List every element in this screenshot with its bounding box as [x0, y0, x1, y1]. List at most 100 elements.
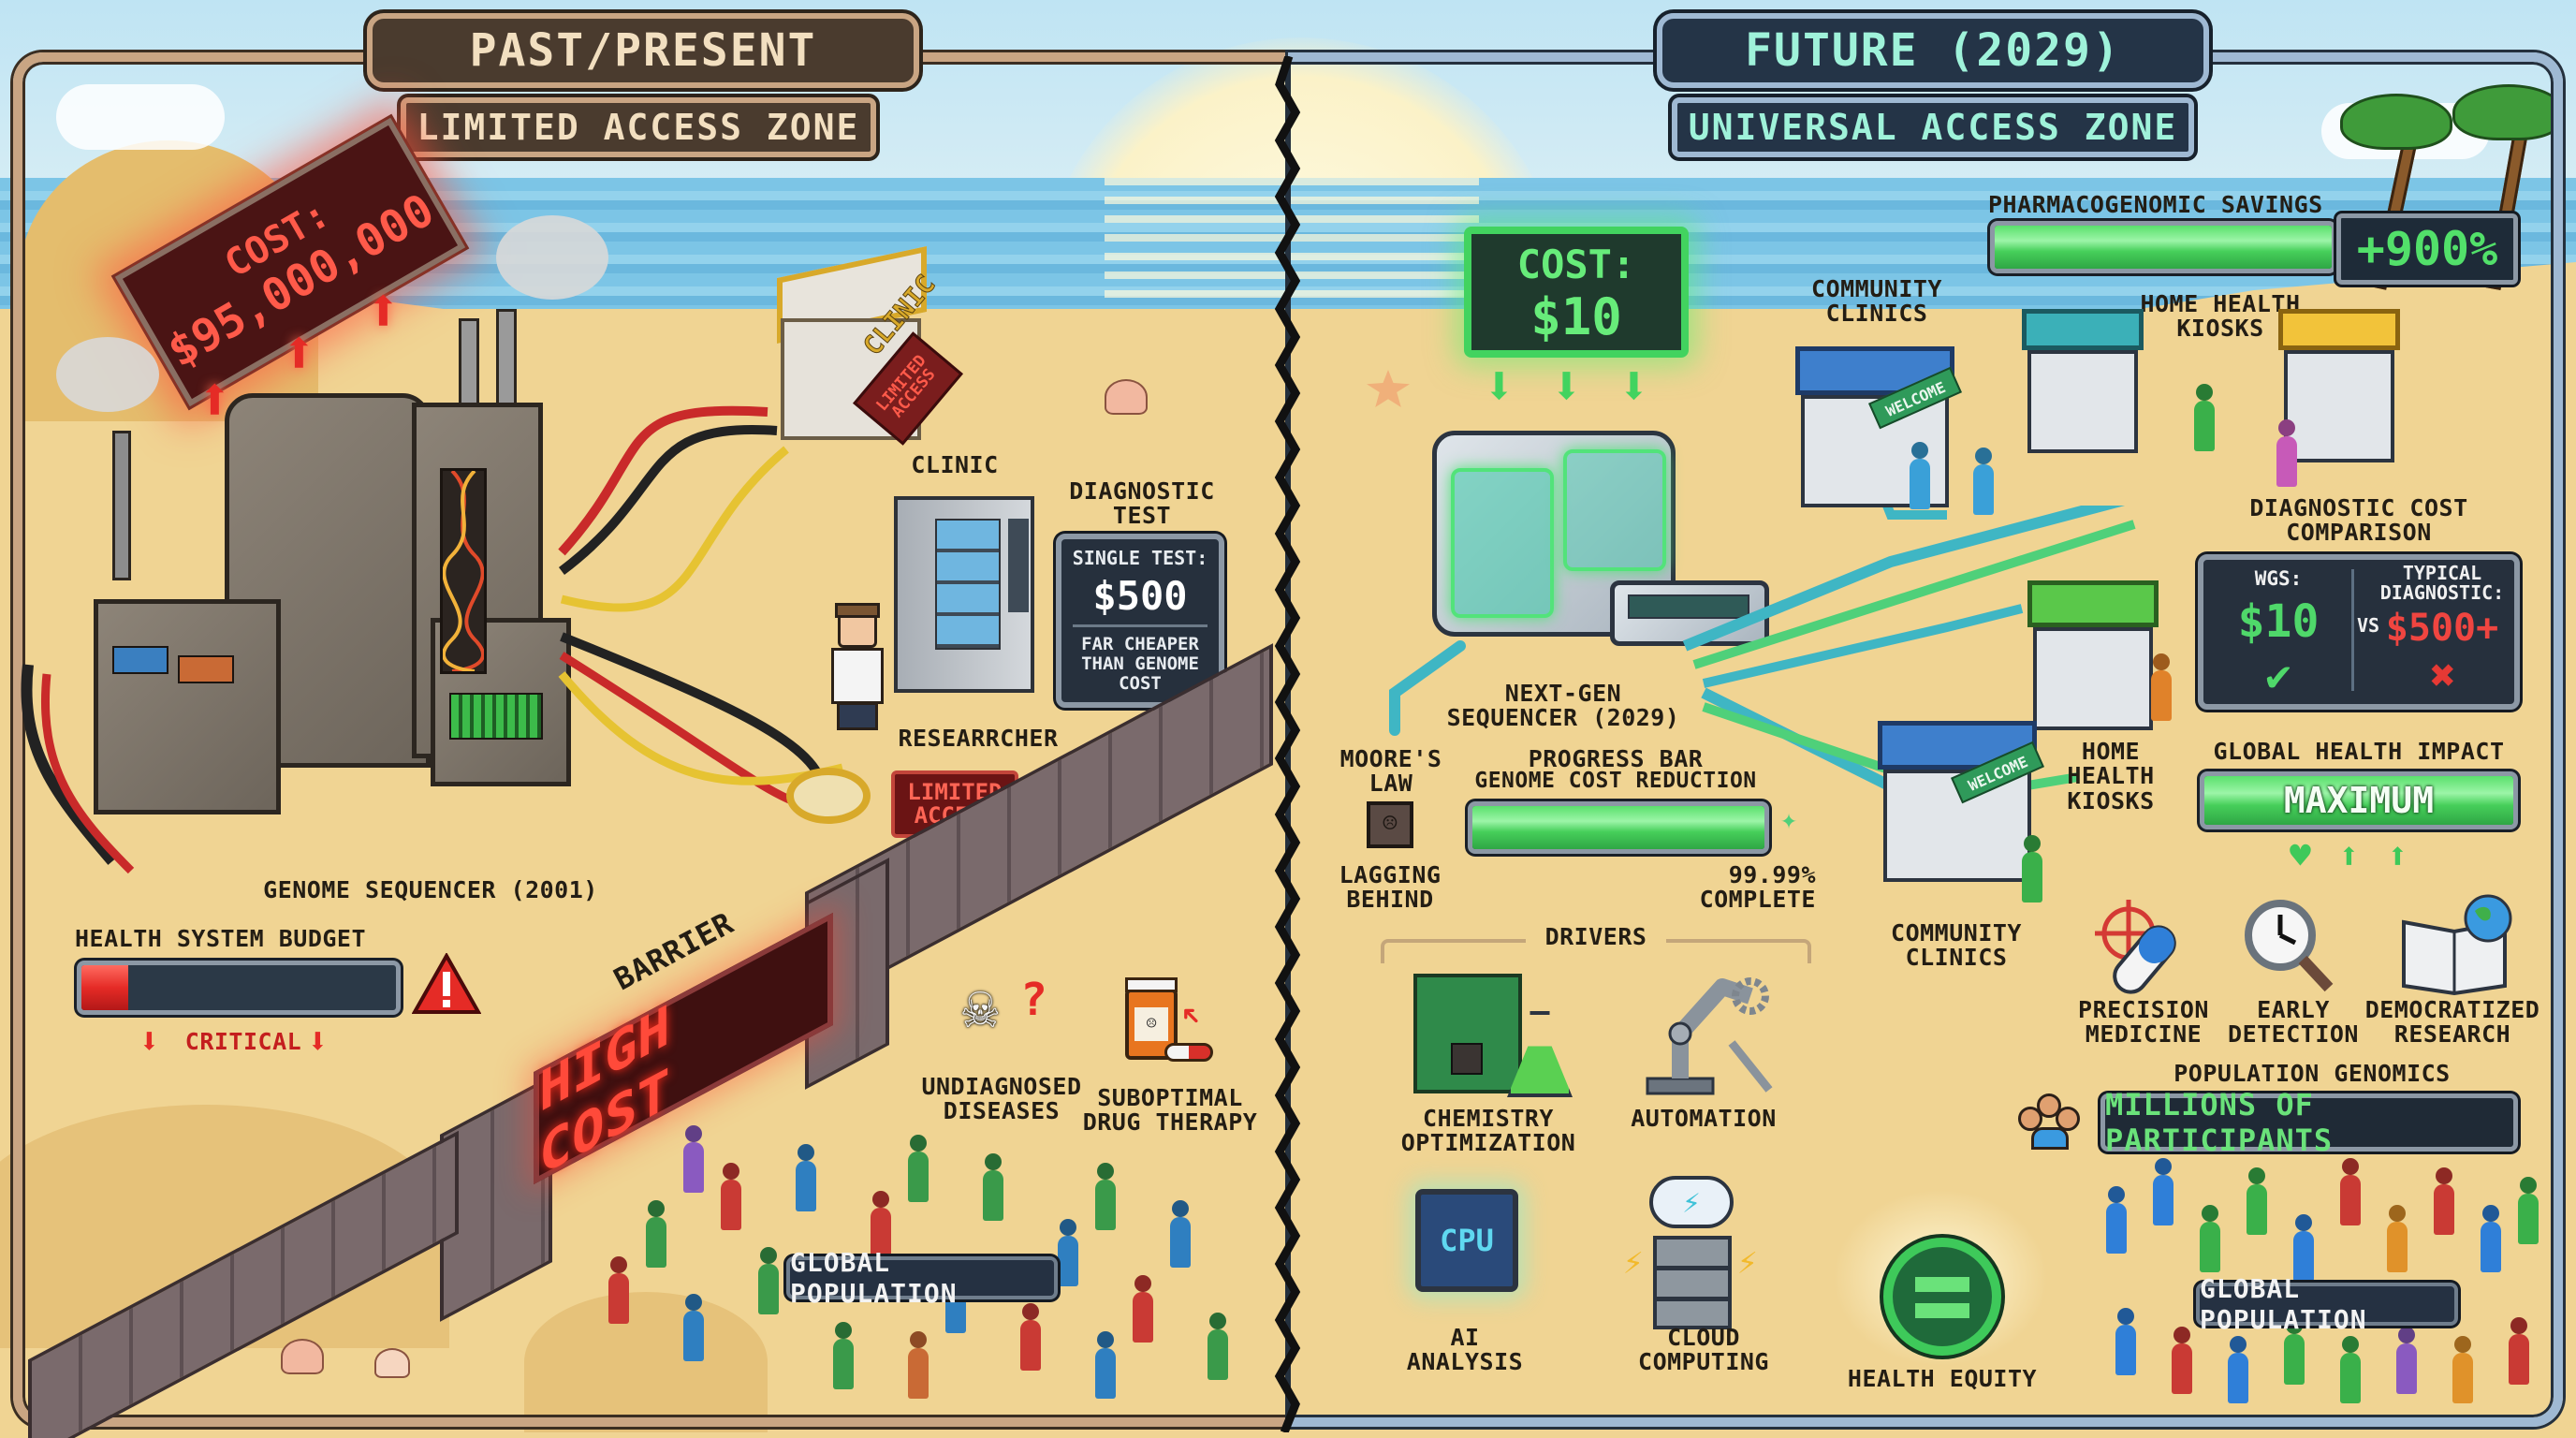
single-test-value: $500 [1092, 573, 1188, 619]
health-budget-bar [77, 961, 401, 1015]
global-impact-bar: MAXIMUM [2200, 771, 2518, 829]
home-health-kiosks-mid-label: HOME HEALTH KIOSKS [2067, 738, 2155, 814]
ai-analysis-label: AI ANALYSIS [1406, 1324, 1524, 1376]
arrow-down-icon: ⬇ [1617, 354, 1650, 418]
arrow-down-icon: ⬇ [1483, 354, 1515, 418]
arrow-up-icon: ⬆ [2338, 835, 2360, 876]
heart-icon: ♥ [2290, 835, 2311, 876]
seashell [374, 1348, 410, 1378]
wgs-value: $10 [2237, 595, 2320, 648]
person-figure [2022, 852, 2042, 902]
capsule-icon [1164, 1043, 1213, 1062]
community-clinics-bottom-label: COMMUNITY CLINICS [1891, 919, 2022, 972]
researcher-figure [824, 603, 889, 730]
old-genome-sequencer-machine [56, 215, 608, 824]
gold-wheel [786, 768, 871, 824]
future-2029-title: FUTURE (2029) [1657, 13, 2209, 88]
cloud-computing-label: CLOUD COMPUTING [1638, 1324, 1769, 1376]
comparison-divider [2351, 569, 2354, 691]
global-impact-value: MAXIMUM [2283, 780, 2435, 821]
seashell [281, 1339, 324, 1374]
community-clinic-building: WELCOME [1878, 721, 2044, 889]
health-equity-label: HEALTH EQUITY [1847, 1365, 2038, 1392]
old-sequencer-label: GENOME SEQUENCER (2001) [263, 876, 598, 903]
progress-bar-subtitle: GENOME COST REDUCTION [1474, 769, 1757, 793]
community-clinics-top-label: COMMUNITY CLINICS [1811, 275, 1942, 328]
typical-diagnostic-value: $500+ [2385, 607, 2499, 650]
checkmark-icon: ✔ [2265, 650, 2291, 700]
next-gen-sequencer-machine [1423, 412, 1778, 665]
global-population-badge-future: GLOBAL POPULATION [2196, 1273, 2458, 1335]
arrow-up-icon: ⬆ [2387, 835, 2408, 876]
health-budget-label: HEALTH SYSTEM BUDGET [75, 925, 367, 952]
moores-law-label: MOORE'S LAW [1339, 745, 1442, 798]
global-impact-fill [2204, 776, 2513, 825]
sand-dune [524, 1292, 768, 1432]
wgs-label: WGS: [2254, 567, 2303, 590]
genome-cost-reduction-bar [1468, 801, 1769, 854]
cpu-icon: CPU [1415, 1189, 1518, 1292]
past-present-title: PAST/PRESENT [367, 13, 919, 88]
arrow-up-icon: ⬆ [365, 276, 402, 345]
critical-status: CRITICAL [184, 1028, 302, 1055]
pharmacogenomic-label: PHARMACOGENOMIC SAVINGS [1988, 191, 2323, 218]
seashell [1105, 379, 1148, 415]
cheaper-note: FAR CHEAPER THAN GENOME COST [1081, 634, 1199, 694]
palm-tree [2340, 75, 2452, 290]
drivers-title: DRIVERS [1526, 924, 1666, 950]
control-screen [112, 646, 168, 674]
democratized-research-label: DEMOCRATIZED RESEARCH [2364, 996, 2540, 1049]
genome-cost-reduction-fill [1472, 806, 1764, 849]
future-cost-sign: COST: $10 [1464, 227, 1689, 358]
clinic-label: CLINIC [911, 451, 999, 478]
researcher-label: RESEARRCHER [898, 725, 1059, 752]
community-clinic-building: WELCOME [1795, 346, 1962, 515]
equals-icon [1883, 1238, 2001, 1356]
server-rack-icon [1653, 1236, 1732, 1329]
diagnostic-comparison-title: DIAGNOSTIC COST COMPARISON [2249, 494, 2468, 547]
diagnostic-comparison-panel: WGS: $10 ✔ VS TYPICAL DIAGNOSTIC: $500+ … [2198, 554, 2520, 710]
warning-triangle-icon [412, 953, 481, 1014]
zigzag-divider [1274, 56, 1301, 1432]
circuit-board-icon [1413, 974, 1522, 1093]
global-impact-label: GLOBAL HEALTH IMPACT [2213, 738, 2505, 765]
cloud-icon: ⚡ [1649, 1176, 1734, 1228]
progress-status: 99.99% COMPLETE [1699, 861, 1816, 914]
pharmacogenomic-savings-fill [1995, 226, 2332, 269]
robot-arm-icon [1646, 977, 1773, 1095]
sequencer-glass-panel [1563, 449, 1666, 571]
crowd-past [599, 1123, 1273, 1423]
control-keypad [449, 693, 543, 740]
health-budget-fill [81, 965, 129, 1010]
arrow-down-icon: ⬇ [307, 1020, 329, 1062]
typical-diagnostic-label: TYPICAL DIAGNOSTIC: [2379, 562, 2505, 604]
vending-keypad [1008, 519, 1029, 612]
automation-label: AUTOMATION [1631, 1105, 1777, 1132]
undiagnosed-diseases-label: UNDIAGNOSED DISEASES [921, 1073, 1082, 1125]
cost-label: COST: [1516, 242, 1636, 287]
smoke-cloud [56, 337, 159, 412]
sad-chip-icon: ☹ [1367, 801, 1413, 848]
limited-access-zone-subtitle: LIMITED ACCESS ZONE [401, 97, 876, 157]
vending-machine [894, 496, 1034, 693]
chemistry-optimization-label: CHEMISTRY OPTIMIZATION [1400, 1105, 1576, 1157]
clock-magnifier-icon [2245, 900, 2334, 992]
pharmacogenomic-value: +900% [2336, 213, 2518, 285]
home-health-kiosks-top-label: HOME HEALTH KIOSKS [2140, 290, 2301, 343]
group-people-icon [2018, 1093, 2084, 1150]
question-mark-icon: ? [1020, 974, 1047, 1026]
population-genomics-label: POPULATION GENOMICS [2174, 1060, 2451, 1087]
single-test-cost-panel: SINGLE TEST: $500 FAR CHEAPER THAN GENOM… [1056, 534, 1224, 708]
precision-medicine-label: PRECISION MEDICINE [2078, 996, 2209, 1049]
palm-tree [2452, 66, 2565, 290]
control-screen [178, 655, 234, 683]
smoke-cloud [496, 215, 608, 300]
lagging-behind-label: LAGGING BEHIND [1339, 861, 1442, 914]
target-pill-icon [2095, 900, 2176, 994]
arrow-down-icon: ⬇ [1550, 354, 1583, 418]
home-health-kiosk [2278, 309, 2400, 468]
home-health-kiosk [2027, 580, 2159, 740]
tangled-cables [21, 405, 844, 874]
early-detection-label: EARLY DETECTION [2228, 996, 2359, 1049]
book-globe-icon [2402, 894, 2512, 996]
